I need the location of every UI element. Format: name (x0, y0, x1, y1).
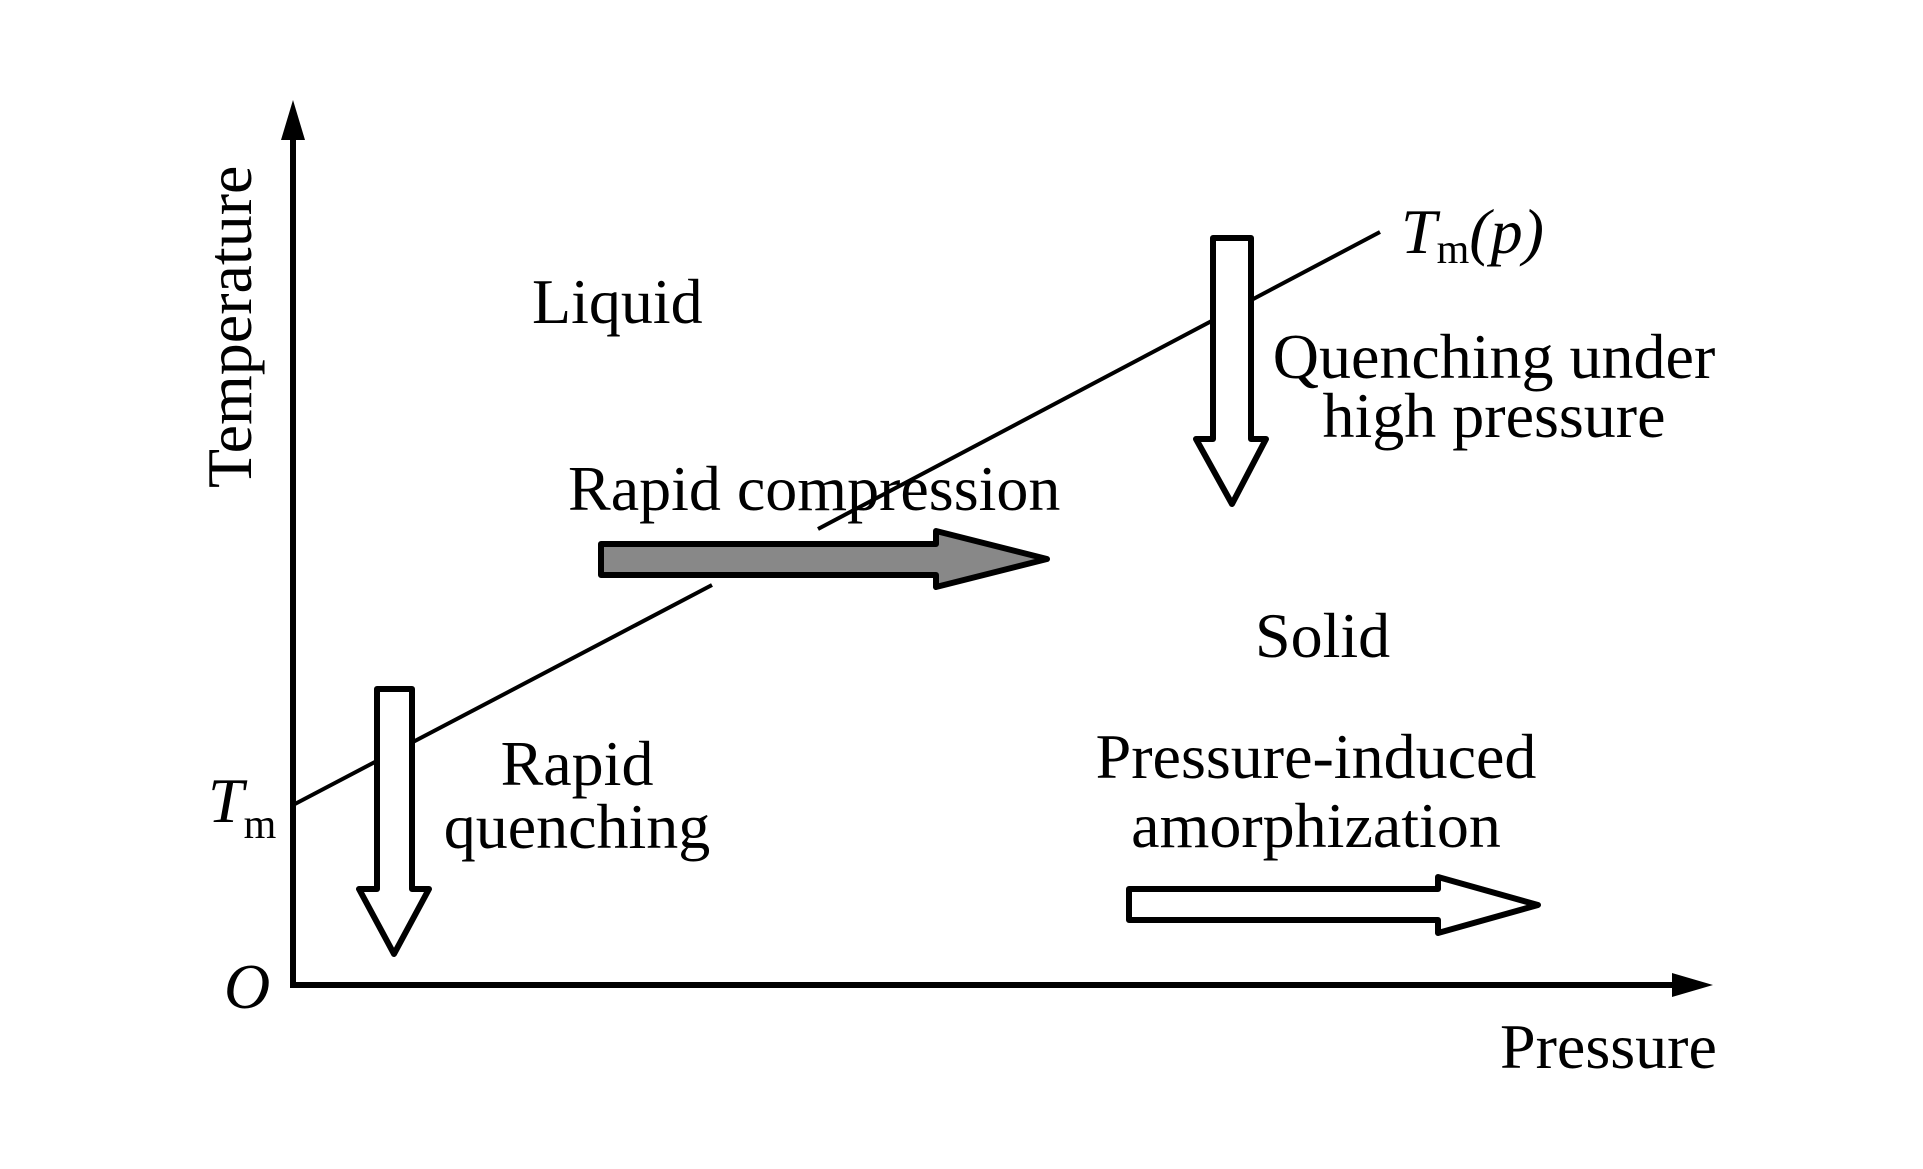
x-axis-arrowhead-icon (1672, 973, 1713, 997)
tm-subscript: m (244, 802, 277, 848)
origin-label: O (224, 951, 270, 1022)
y-axis-label: Temperature (194, 166, 265, 488)
quenching-high-pressure-down-arrow-icon (1193, 235, 1269, 507)
region-solid-label: Solid (1255, 600, 1390, 671)
axes (281, 100, 1713, 997)
amorphization-label-line2: amorphization (1131, 790, 1501, 861)
rapid-compression-label: Rapid compression (568, 453, 1060, 524)
rapid-quenching-label-line2: quenching (444, 791, 711, 862)
process-quenching-high-pressure: Quenching under high pressure (1193, 235, 1716, 507)
melting-curve-lower-segment (292, 583, 713, 807)
process-rapid-quenching: Rapid quenching (356, 686, 711, 957)
tm-symbol: T (208, 765, 248, 836)
rapid-quenching-label-line1: Rapid (501, 728, 654, 799)
process-rapid-compression: Rapid compression (568, 453, 1060, 590)
melting-curve-symbol: T (1401, 196, 1441, 267)
melting-curve-label: Tm(p) (1401, 196, 1544, 273)
x-axis-label: Pressure (1500, 1011, 1717, 1082)
amorphization-label-line1: Pressure-induced (1096, 721, 1537, 792)
melting-curve-argument: (p) (1469, 196, 1544, 267)
rapid-compression-right-arrow-icon (598, 528, 1050, 590)
melting-curve-subscript: m (1437, 227, 1470, 273)
y-axis-arrowhead-icon (281, 100, 305, 140)
process-pressure-induced-amorphization: Pressure-induced amorphization (1096, 721, 1541, 936)
rapid-quenching-down-arrow-icon (356, 686, 432, 957)
region-liquid-label: Liquid (532, 266, 703, 337)
melting-curve-upper-segment (817, 230, 1381, 531)
melting-curve (292, 230, 1381, 807)
amorphization-right-arrow-icon (1126, 874, 1541, 936)
tm-axis-label: Tm (208, 765, 277, 848)
quenching-high-pressure-label-line1: Quenching under (1273, 321, 1716, 392)
quenching-high-pressure-label-line2: high pressure (1322, 380, 1665, 451)
